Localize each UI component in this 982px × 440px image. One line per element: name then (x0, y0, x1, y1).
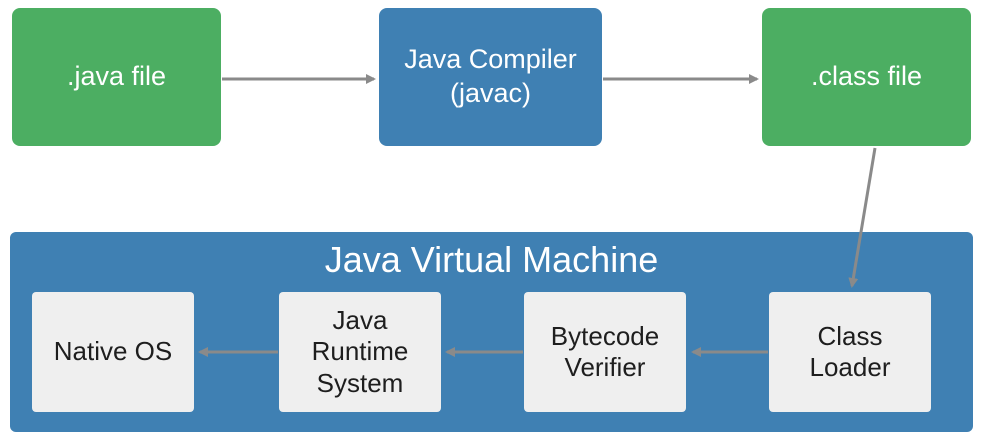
jvm-container: Java Virtual Machine Native OS Java Runt… (10, 232, 973, 432)
runtime-label-line-1: Java (332, 305, 388, 336)
java-compiler-label-line-2: (javac) (449, 78, 531, 108)
class-loader-box: Class Loader (769, 292, 931, 412)
verifier-label-line-2: Verifier (564, 352, 646, 382)
class-loader-label-line-1: Class (817, 320, 883, 351)
class-file-label: .class file (810, 61, 923, 92)
java-file-label: .java file (66, 61, 167, 92)
java-runtime-system-box: Java Runtime System (279, 292, 441, 412)
runtime-label-line-3: System (316, 367, 404, 398)
class-loader-label-line-2: Loader (809, 352, 891, 382)
runtime-label-line-2: Runtime (311, 336, 409, 367)
jvm-title: Java Virtual Machine (324, 239, 659, 280)
java-compiler-label-line-1: Java Compiler (404, 44, 577, 75)
native-os-box: Native OS (32, 292, 194, 412)
bytecode-verifier-box: Bytecode Verifier (524, 292, 686, 412)
class-file-box: .class file (762, 8, 971, 146)
native-os-label: Native OS (53, 336, 173, 367)
java-compiler-box: Java Compiler (javac) (379, 8, 602, 146)
verifier-label-line-1: Bytecode (550, 320, 660, 351)
java-file-box: .java file (12, 8, 221, 146)
